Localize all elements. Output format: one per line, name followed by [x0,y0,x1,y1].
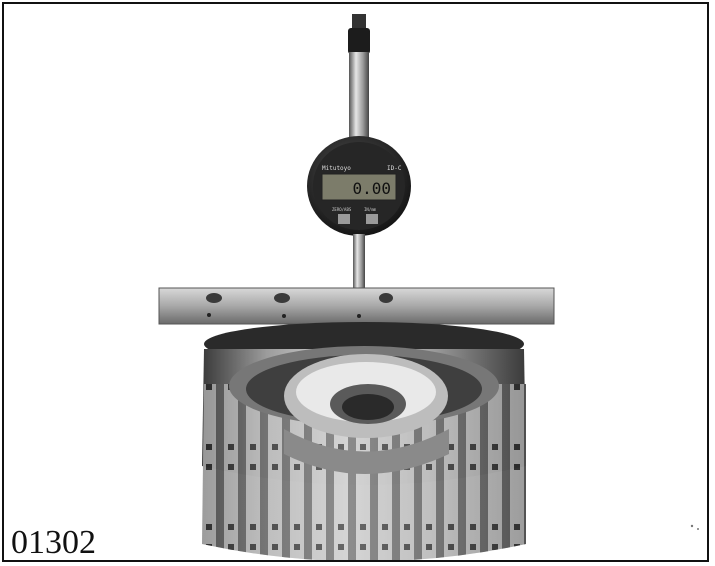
figure-frame: Mitutoyo ID-C 0.00 ZERO/ABS IN/mm [2,2,709,562]
digital-dial-gauge: Mitutoyo ID-C 0.00 ZERO/ABS IN/mm [307,136,411,236]
clutch-drum [202,322,526,560]
gauge-button-zero-label: ZERO/ABS [332,207,352,212]
gauge-brand: Mitutoyo [322,165,351,172]
gauge-model: ID-C [387,165,402,172]
measuring-bar [158,287,555,325]
gauge-reading: 0.00 [352,179,391,198]
gauge-button-unit-label: IN/mm [364,207,377,212]
figure-number: 01302 [11,524,96,561]
figure-photo: Mitutoyo ID-C 0.00 ZERO/ABS IN/mm [158,14,699,560]
